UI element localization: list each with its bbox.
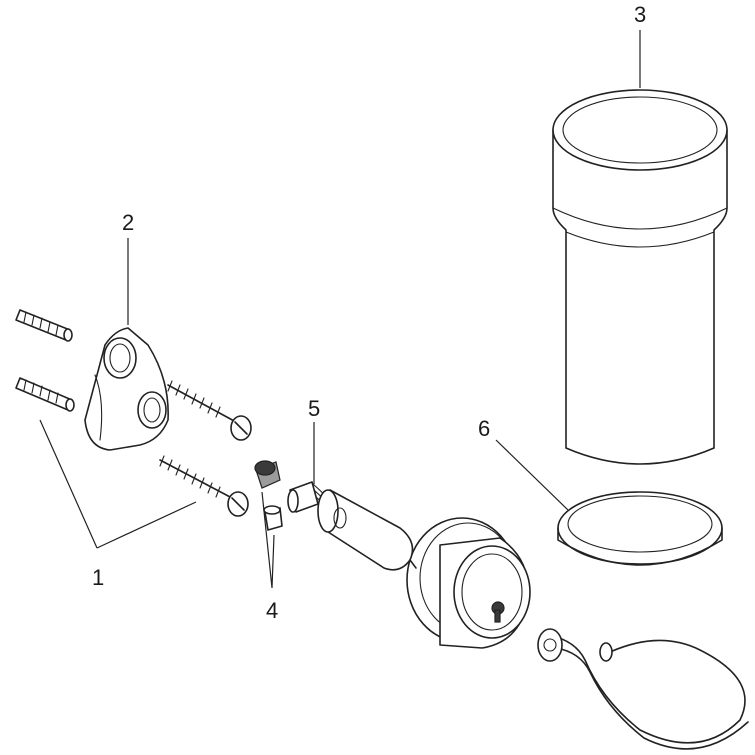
leader-lines [39, 30, 641, 589]
wood-screw-upper [167, 380, 252, 441]
leader-4 [261, 491, 275, 589]
holder-arm [537, 628, 749, 750]
leader-6 [495, 439, 569, 511]
callout-6: 6 [478, 416, 490, 441]
holder-ring [557, 491, 723, 566]
threaded-insert [254, 460, 281, 489]
callout-2: 2 [122, 210, 134, 235]
leader-1 [39, 419, 197, 549]
wall-plug-upper [15, 309, 73, 342]
wood-screw-lower [159, 455, 249, 517]
mounting-sleeve [317, 489, 417, 571]
callout-4: 4 [266, 598, 278, 623]
glass-tumbler [552, 89, 728, 465]
cover-cap [263, 505, 283, 531]
callout-1: 1 [92, 565, 104, 590]
callout-5: 5 [308, 396, 320, 421]
wall-rosette [406, 517, 531, 649]
callout-3: 3 [634, 2, 646, 27]
wall-bracket [84, 327, 169, 451]
wall-plug-lower [15, 377, 75, 412]
